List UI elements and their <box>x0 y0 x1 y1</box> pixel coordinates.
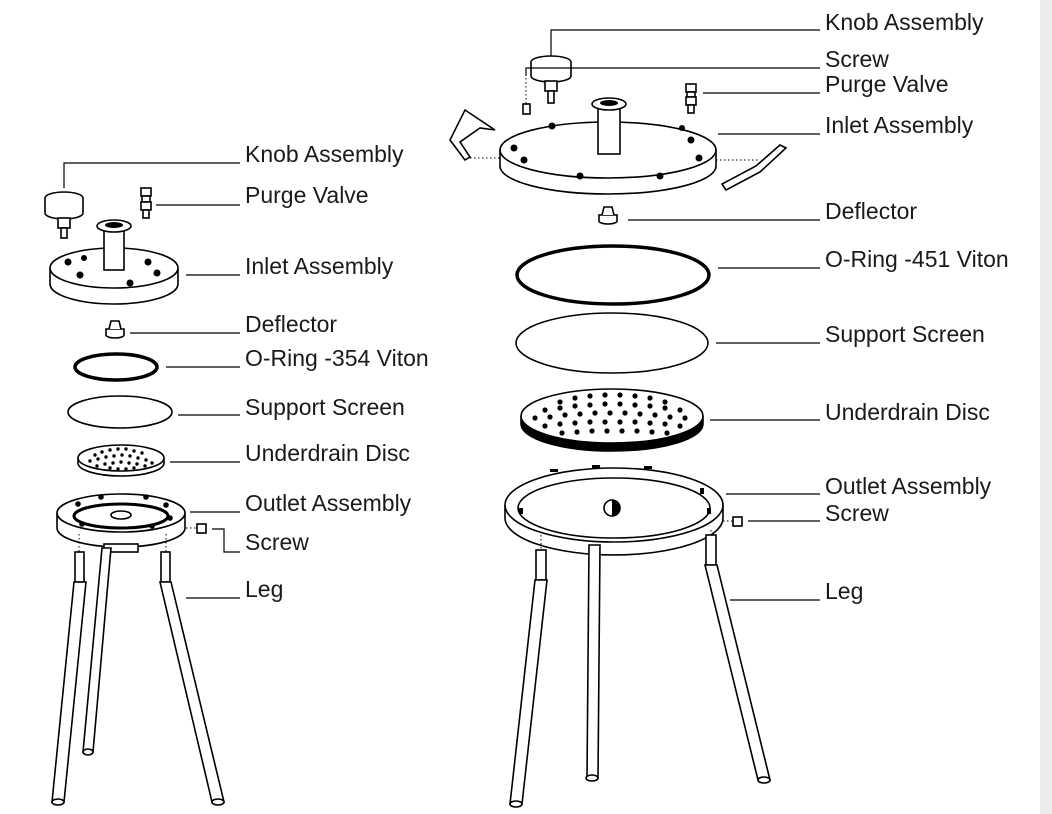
label-small-support-screen: Support Screen <box>245 394 405 420</box>
small-legs <box>51 534 226 806</box>
large-outlet-assembly <box>504 465 724 556</box>
label-large-knob-assembly: Knob Assembly <box>825 9 984 35</box>
label-large-screw-top: Screw <box>825 46 889 72</box>
large-inlet-assembly <box>449 97 788 195</box>
label-small-o-ring: O-Ring -354 Viton <box>245 345 429 371</box>
small-outlet-screw <box>196 523 207 534</box>
label-small-knob-assembly: Knob Assembly <box>245 141 404 167</box>
small-purge-valve <box>140 187 152 219</box>
small-unit: Knob Assembly Purge Valve Inlet Assembly… <box>44 141 429 806</box>
small-knob-assembly <box>44 191 84 239</box>
page-edge-strip <box>1040 0 1052 814</box>
label-large-screw-bottom: Screw <box>825 500 889 526</box>
label-large-underdrain-disc: Underdrain Disc <box>825 399 990 425</box>
large-underdrain-disc <box>520 388 704 452</box>
small-o-ring <box>73 352 159 382</box>
large-knob-assembly <box>530 55 572 104</box>
large-purge-valve <box>685 83 697 114</box>
large-outlet-screw <box>732 516 743 527</box>
small-inlet-assembly <box>49 219 179 305</box>
small-deflector <box>105 320 125 339</box>
label-large-o-ring: O-Ring -451 Viton <box>825 246 1009 272</box>
label-large-purge-valve: Purge Valve <box>825 71 949 97</box>
large-o-ring <box>515 244 711 306</box>
small-underdrain-disc <box>77 444 165 477</box>
large-unit: Knob Assembly Screw Purge Valve Inlet As… <box>449 9 1009 808</box>
large-deflector <box>598 206 618 225</box>
label-large-outlet-assembly: Outlet Assembly <box>825 473 992 499</box>
label-small-inlet-assembly: Inlet Assembly <box>245 253 394 279</box>
large-legs <box>509 530 772 808</box>
small-support-screen <box>67 395 173 429</box>
label-small-underdrain-disc: Underdrain Disc <box>245 440 410 466</box>
label-small-leg: Leg <box>245 576 283 602</box>
large-top-screw <box>522 103 531 115</box>
small-outlet-assembly <box>56 493 186 553</box>
label-small-screw: Screw <box>245 529 309 555</box>
label-large-leg: Leg <box>825 578 863 604</box>
label-small-purge-valve: Purge Valve <box>245 182 369 208</box>
label-large-support-screen: Support Screen <box>825 321 985 347</box>
label-small-deflector: Deflector <box>245 311 337 337</box>
label-large-inlet-assembly: Inlet Assembly <box>825 112 974 138</box>
label-small-outlet-assembly: Outlet Assembly <box>245 490 412 516</box>
label-large-deflector: Deflector <box>825 198 917 224</box>
large-support-screen <box>515 312 709 374</box>
